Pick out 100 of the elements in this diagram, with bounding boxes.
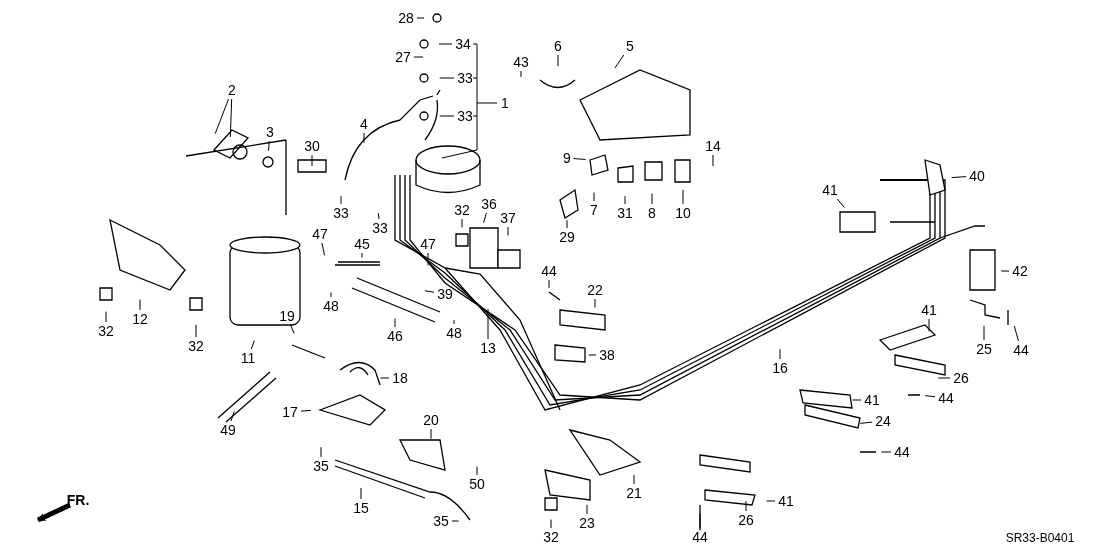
- leader-line: [928, 318, 930, 332]
- callout-number: 41: [921, 302, 937, 318]
- callout-number: 45: [354, 236, 370, 252]
- callout-number: 48: [323, 298, 339, 314]
- callout-number: 32: [98, 323, 114, 339]
- leader-line: [413, 56, 424, 58]
- callout-number: 26: [738, 512, 754, 528]
- callout-number: 5: [626, 38, 634, 54]
- leader-line: [836, 198, 845, 208]
- callout-number: 1: [501, 95, 509, 111]
- leader-line: [983, 325, 985, 341]
- leader-line: [320, 446, 322, 458]
- leader-line: [424, 290, 435, 293]
- leader-line: [438, 43, 453, 45]
- callout-number: 50: [469, 476, 485, 492]
- leader-line: [476, 466, 478, 476]
- callout-number: 31: [617, 205, 633, 221]
- callout-number: 6: [554, 38, 562, 54]
- leader-line: [548, 279, 550, 289]
- callout-number: 26: [953, 370, 969, 386]
- callout-number: 21: [626, 485, 642, 501]
- callout-number: 41: [864, 392, 880, 408]
- callout-number: 8: [648, 205, 656, 221]
- leader-line: [439, 115, 455, 117]
- leader-line: [557, 54, 559, 67]
- callout-number: 24: [875, 413, 891, 429]
- callout-number: 44: [938, 390, 954, 406]
- callout-number: 30: [304, 138, 320, 154]
- callout-number: 25: [976, 341, 992, 357]
- leader-line: [430, 428, 432, 440]
- leader-line: [859, 421, 873, 424]
- callout-number: 39: [437, 286, 453, 302]
- leader-line: [852, 399, 862, 401]
- leader-line: [360, 487, 362, 500]
- callout-number: 32: [188, 338, 204, 354]
- leader-line: [682, 189, 684, 205]
- callout-number: 37: [500, 210, 516, 226]
- leader-line: [745, 500, 747, 512]
- leader-line: [880, 451, 892, 453]
- callout-number: 15: [353, 500, 369, 516]
- callout-number: 2: [228, 82, 236, 98]
- leader-line: [330, 291, 332, 298]
- direction-label: FR.: [66, 492, 90, 508]
- leader-line: [321, 242, 326, 256]
- leader-line: [380, 377, 390, 379]
- callout-number: 10: [675, 205, 691, 221]
- callout-number: 46: [387, 328, 403, 344]
- callout-number: 49: [220, 422, 236, 438]
- part-code: SR33-B0401: [1005, 530, 1075, 546]
- callout-number: 32: [454, 202, 470, 218]
- callout-number: 20: [423, 412, 439, 428]
- leader-line: [363, 132, 365, 144]
- callout-number: 16: [772, 360, 788, 376]
- callout-number: 40: [969, 168, 985, 184]
- callout-number: 12: [132, 311, 148, 327]
- leader-line: [340, 195, 342, 205]
- leader-line: [614, 54, 625, 69]
- callout-number: 32: [543, 529, 559, 545]
- callout-number: 35: [313, 458, 329, 474]
- callout-number: 35: [433, 513, 449, 529]
- leader-line: [139, 299, 141, 311]
- callout-number: 4: [360, 116, 368, 132]
- leader-line: [633, 474, 635, 485]
- leader-line: [439, 77, 455, 79]
- leader-line: [1013, 325, 1019, 342]
- leader-line: [267, 140, 270, 152]
- leader-line: [250, 340, 255, 350]
- leader-line: [195, 324, 197, 338]
- leader-line: [766, 500, 776, 502]
- leader-line: [300, 409, 312, 412]
- callout-number: 33: [457, 70, 473, 86]
- leader-line: [624, 195, 626, 205]
- callout-number: 42: [1012, 263, 1028, 279]
- callout-number: 33: [333, 205, 349, 221]
- leader-line: [573, 158, 587, 160]
- leader-line: [520, 70, 522, 78]
- callout-number: 41: [778, 493, 794, 509]
- callout-number: 47: [420, 236, 436, 252]
- callout-number: 34: [455, 36, 471, 52]
- leader-line: [699, 513, 701, 529]
- callout-number: 44: [1013, 342, 1029, 358]
- callout-number: 38: [599, 347, 615, 363]
- leader-line: [937, 377, 951, 379]
- leader-line: [586, 504, 588, 515]
- leader-line: [229, 98, 233, 138]
- callout-number: 44: [894, 444, 910, 460]
- callout-number: 36: [481, 196, 497, 212]
- leader-line: [361, 252, 363, 259]
- leader-line: [487, 308, 489, 340]
- leader-line: [230, 410, 235, 422]
- leader-line: [651, 193, 653, 205]
- leader-line: [427, 252, 429, 266]
- callout-number: 44: [692, 529, 708, 545]
- leader-line: [550, 519, 552, 529]
- callout-number: 22: [587, 282, 603, 298]
- leader-line: [214, 98, 230, 135]
- leader-line: [507, 226, 509, 236]
- callout-number: 7: [590, 202, 598, 218]
- callout-number: 44: [541, 263, 557, 279]
- callout-number: 23: [579, 515, 595, 531]
